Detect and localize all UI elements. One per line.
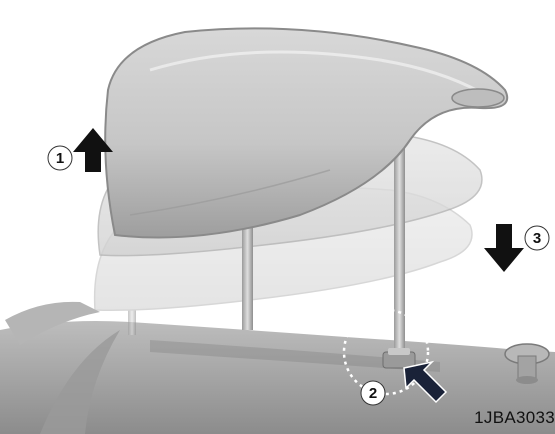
seat-back <box>0 302 555 434</box>
callout-1: 1 <box>48 146 72 170</box>
down-arrow-icon <box>484 224 524 272</box>
callout-2-label: 2 <box>369 385 377 402</box>
callout-3: 3 <box>525 226 549 250</box>
figure-code: 1JBA3033 <box>474 408 555 428</box>
callout-1-label: 1 <box>56 150 64 167</box>
callout-2: 2 <box>361 381 385 405</box>
callout-3-label: 3 <box>533 230 541 247</box>
